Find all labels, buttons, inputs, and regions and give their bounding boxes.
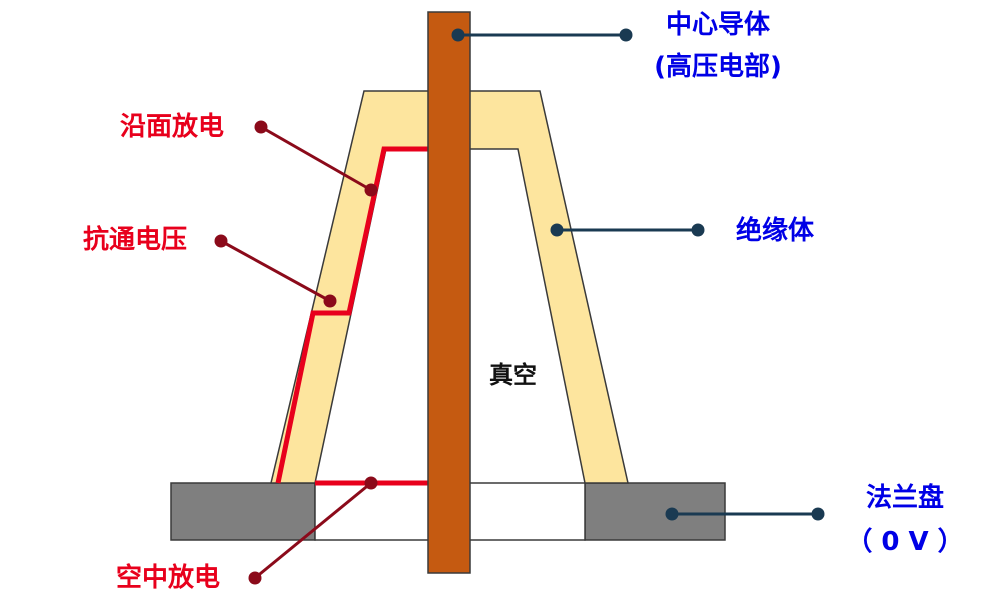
marker-space-discharge-end [364,476,378,490]
marker-flange-end [811,507,825,521]
surface-discharge-path [275,146,428,484]
leader-space-discharge [254,481,372,580]
marker-flange [665,507,679,521]
marker-insulator-end [691,223,705,237]
label-flange: 法兰盘 [866,482,944,513]
insulator-body [270,90,629,484]
label-center-conductor-sub: (高压电部) [654,51,782,82]
label-insulator: 绝缘体 [736,215,815,246]
marker-surface-discharge-end [364,183,378,197]
leader-surface-discharge [260,125,372,192]
marker-center-conductor [451,28,465,42]
marker-through-voltage-end [323,294,337,308]
marker-surface-discharge [254,120,268,134]
marker-insulator [550,223,564,237]
label-center-conductor: 中心导体 [666,10,771,40]
label-space-discharge: 空中放电 [116,562,220,593]
marker-center-conductor-end [619,28,633,42]
flange-left [170,482,316,541]
flange-right [584,482,726,541]
label-through-voltage: 抗通电压 [83,224,187,255]
center-conductor [427,11,471,574]
marker-space-discharge [248,571,262,585]
leader-through-voltage [220,239,331,303]
label-vacuum: 真空 [489,361,537,389]
marker-through-voltage [214,234,228,248]
label-surface-discharge: 沿面放电 [120,111,224,142]
label-flange-sub: （ 0 V ） [846,527,963,557]
